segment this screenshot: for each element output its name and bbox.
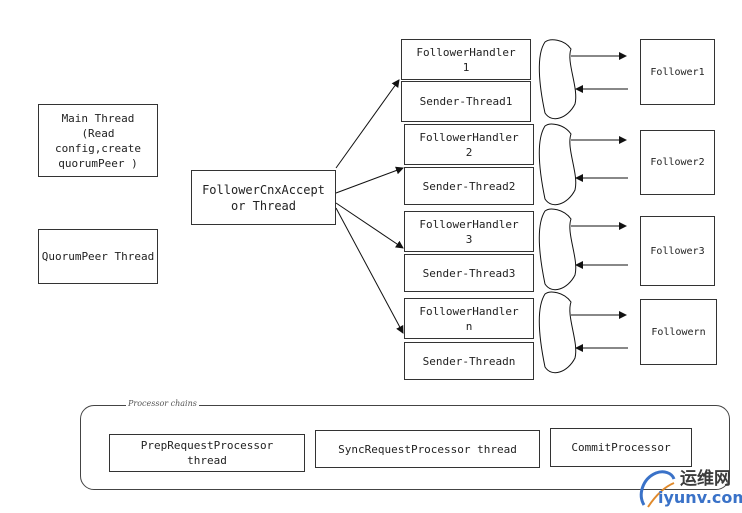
- sync-request-processor-box: SyncRequestProcessor thread: [315, 430, 540, 468]
- sender-thread-2-box: Sender-Thread2: [404, 167, 534, 205]
- follower-1-box: Follower1: [640, 39, 715, 105]
- commit-processor-box: CommitProcessor: [550, 428, 692, 467]
- socket-shape-n: [538, 291, 577, 374]
- site-watermark: 运维网 iyunv.com: [636, 465, 742, 511]
- follower-handler-1-box: FollowerHandler 1: [401, 39, 531, 80]
- follower-3-box: Follower3: [640, 216, 715, 286]
- arrow-to-handler-2: [335, 166, 404, 194]
- watermark-domain-text: iyunv.com: [658, 488, 742, 507]
- processor-chains-title: Processor chains: [126, 399, 199, 409]
- watermark-chinese-text: 运维网: [680, 469, 731, 489]
- arrow-to-handler-n: [335, 207, 404, 334]
- quorum-peer-thread-box: QuorumPeer Thread: [38, 229, 158, 284]
- follower-arrows: [571, 52, 628, 352]
- watermark-logo-icon: [639, 470, 676, 508]
- prep-request-processor-box: PrepRequestProcessor thread: [109, 434, 305, 472]
- sender-thread-3-box: Sender-Thread3: [404, 254, 534, 292]
- follower-handler-2-box: FollowerHandler 2: [404, 124, 534, 165]
- acceptor-arrows: [335, 79, 404, 334]
- socket-shape-3: [538, 208, 577, 291]
- follower-cnx-acceptor-box: FollowerCnxAccept or Thread: [191, 170, 336, 225]
- main-thread-box: Main Thread (Read config,create quorumPe…: [38, 104, 158, 177]
- arrow-to-handler-3: [335, 202, 404, 249]
- follower-n-box: Followern: [640, 299, 717, 365]
- follower-2-box: Follower2: [640, 130, 715, 195]
- processor-chains-panel: [80, 405, 730, 490]
- follower-handler-n-box: FollowerHandler n: [404, 298, 534, 339]
- socket-shape-1: [538, 39, 577, 120]
- follower-handler-3-box: FollowerHandler 3: [404, 211, 534, 252]
- arrow-to-handler-1: [335, 79, 400, 169]
- sender-thread-1-box: Sender-Thread1: [401, 81, 531, 122]
- socket-shape-2: [538, 123, 577, 206]
- sender-thread-n-box: Sender-Threadn: [404, 342, 534, 380]
- socket-channels: [538, 39, 577, 374]
